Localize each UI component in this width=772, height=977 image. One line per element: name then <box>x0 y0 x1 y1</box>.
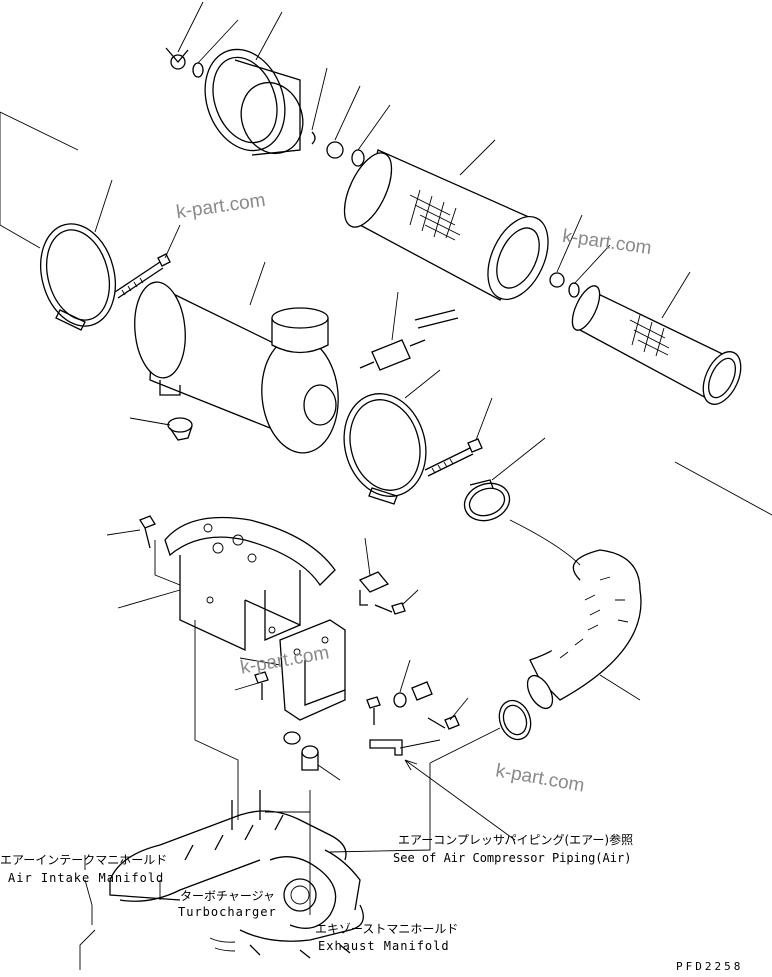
wing-nut-top <box>165 47 204 78</box>
intake-manifold <box>109 790 347 902</box>
outer-filter-element <box>343 139 549 301</box>
clamp-band-right <box>343 369 441 505</box>
exhaust-manifold-label-jp: エキゾーストマニホールド <box>315 922 459 936</box>
air-compressor-piping-label-jp: エアーコンプレッサパイピング(エアー)参照 <box>398 833 634 847</box>
bolt-bracket-top <box>106 515 156 549</box>
leader-lines-top <box>177 1 391 151</box>
inner-filter-element <box>571 271 742 405</box>
boundary-line-right <box>674 461 772 516</box>
nut-and-washer-right <box>549 214 611 298</box>
bolt-right <box>424 397 493 477</box>
exhaust-manifold <box>209 904 364 959</box>
turbocharger <box>269 849 361 929</box>
air-intake-manifold-label-jp: エアーインテークマニホールド <box>0 853 168 867</box>
nuts-lower <box>283 731 341 781</box>
clip-and-bolt-upper <box>358 537 419 615</box>
nut-and-washers-mid <box>311 131 365 167</box>
turbocharger-label-en: Turbocharger <box>178 905 277 919</box>
arrow-to-compressor-piping <box>404 759 516 841</box>
vacuator-valve <box>129 417 193 441</box>
air-intake-manifold-label-en: Air Intake Manifold <box>8 871 165 885</box>
boundary-line-left <box>0 111 79 249</box>
hose-clamp-upper <box>463 437 546 522</box>
air-cleaner-body <box>134 261 339 454</box>
lower-bracket-plate <box>239 619 346 721</box>
clip-and-bolt-lower <box>369 659 469 756</box>
dust-indicator <box>359 291 459 371</box>
reference-frame-lines <box>79 540 431 970</box>
small-bolts-bracket <box>234 671 381 725</box>
support-bracket <box>117 516 336 652</box>
figure-code: PFD2258 <box>676 960 744 973</box>
air-cleaner-cover <box>204 48 304 156</box>
elbow-hose <box>509 519 642 710</box>
bolt-left <box>114 224 181 299</box>
turbocharger-label-jp: ターボチャージャ <box>180 889 276 903</box>
clamp-band-left <box>40 179 116 331</box>
air-compressor-piping-label-en: See of Air Compressor Piping(Air) <box>393 851 632 865</box>
exhaust-manifold-label-en: Exhaust Manifold <box>318 939 450 953</box>
hose-clamp-lower <box>429 699 532 764</box>
